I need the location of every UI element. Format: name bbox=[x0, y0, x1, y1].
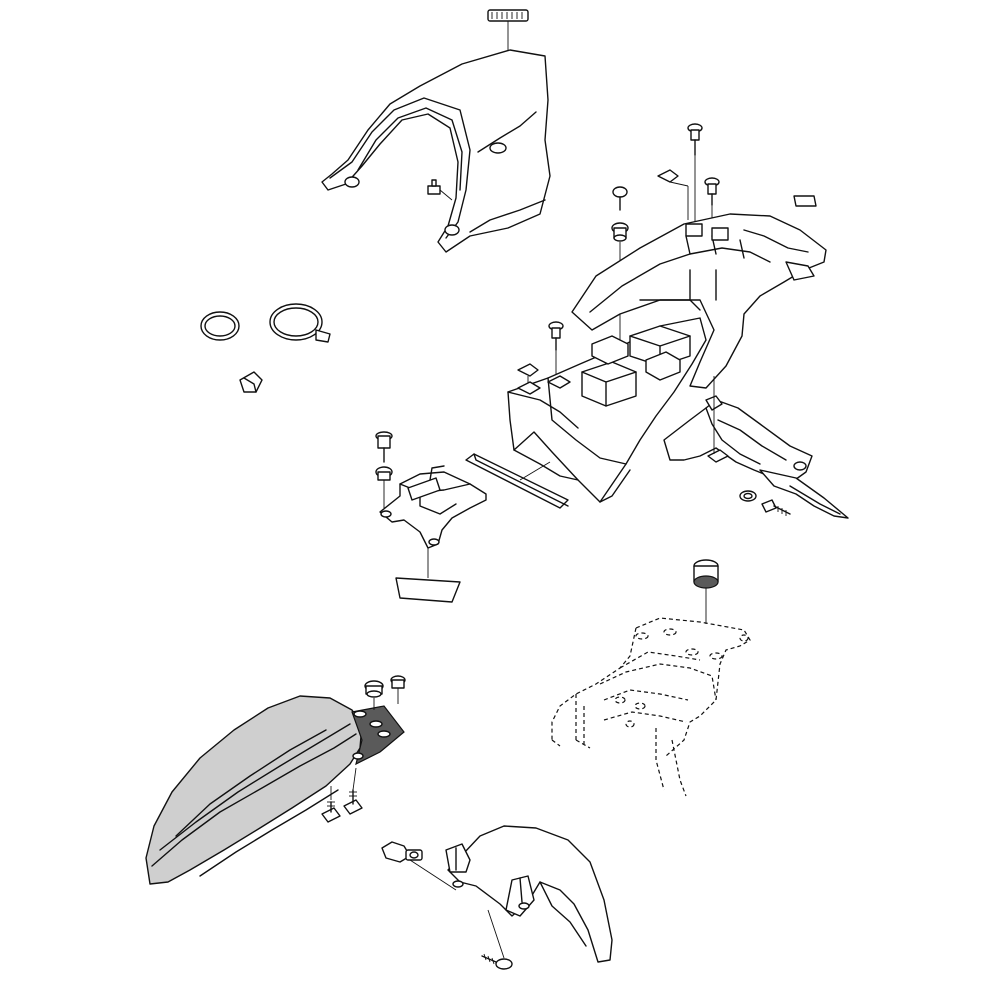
chain-guard[interactable] bbox=[445, 825, 613, 963]
collar-fender-1[interactable] bbox=[364, 680, 384, 710]
bolt-tail-2[interactable] bbox=[761, 499, 791, 516]
bolt-tail-1[interactable] bbox=[739, 490, 757, 502]
bolt-top-1[interactable] bbox=[687, 123, 703, 228]
collar-top[interactable] bbox=[611, 222, 629, 345]
clip-nut[interactable] bbox=[239, 371, 263, 393]
screw-small[interactable] bbox=[612, 186, 628, 211]
nut-clip-top[interactable] bbox=[657, 169, 689, 220]
collar-fender-2[interactable] bbox=[390, 675, 406, 704]
seat-cowl[interactable] bbox=[321, 49, 551, 253]
number-plate-bracket[interactable] bbox=[379, 465, 487, 578]
pad-top[interactable] bbox=[793, 195, 817, 207]
rear-fender[interactable] bbox=[507, 213, 827, 503]
bolt-top-2[interactable] bbox=[704, 177, 720, 230]
damper[interactable] bbox=[693, 559, 719, 624]
license-light-housing[interactable] bbox=[759, 469, 849, 519]
bolt-fender-1[interactable] bbox=[321, 786, 341, 823]
bolt-plate[interactable] bbox=[375, 431, 393, 463]
bolt-fender-2[interactable] bbox=[343, 767, 363, 815]
front-fender[interactable] bbox=[145, 695, 405, 885]
collar-plate[interactable] bbox=[375, 466, 393, 508]
tail-bracket[interactable] bbox=[663, 376, 813, 483]
plate-pad[interactable] bbox=[395, 577, 461, 603]
ring-small[interactable] bbox=[200, 311, 240, 341]
ring-large[interactable] bbox=[269, 303, 331, 343]
bolt-chain-guard[interactable] bbox=[481, 909, 513, 970]
frame[interactable] bbox=[551, 617, 751, 797]
chain-guard-clip[interactable] bbox=[381, 841, 457, 891]
emblem[interactable] bbox=[487, 9, 529, 78]
foam-strip[interactable] bbox=[465, 453, 569, 509]
